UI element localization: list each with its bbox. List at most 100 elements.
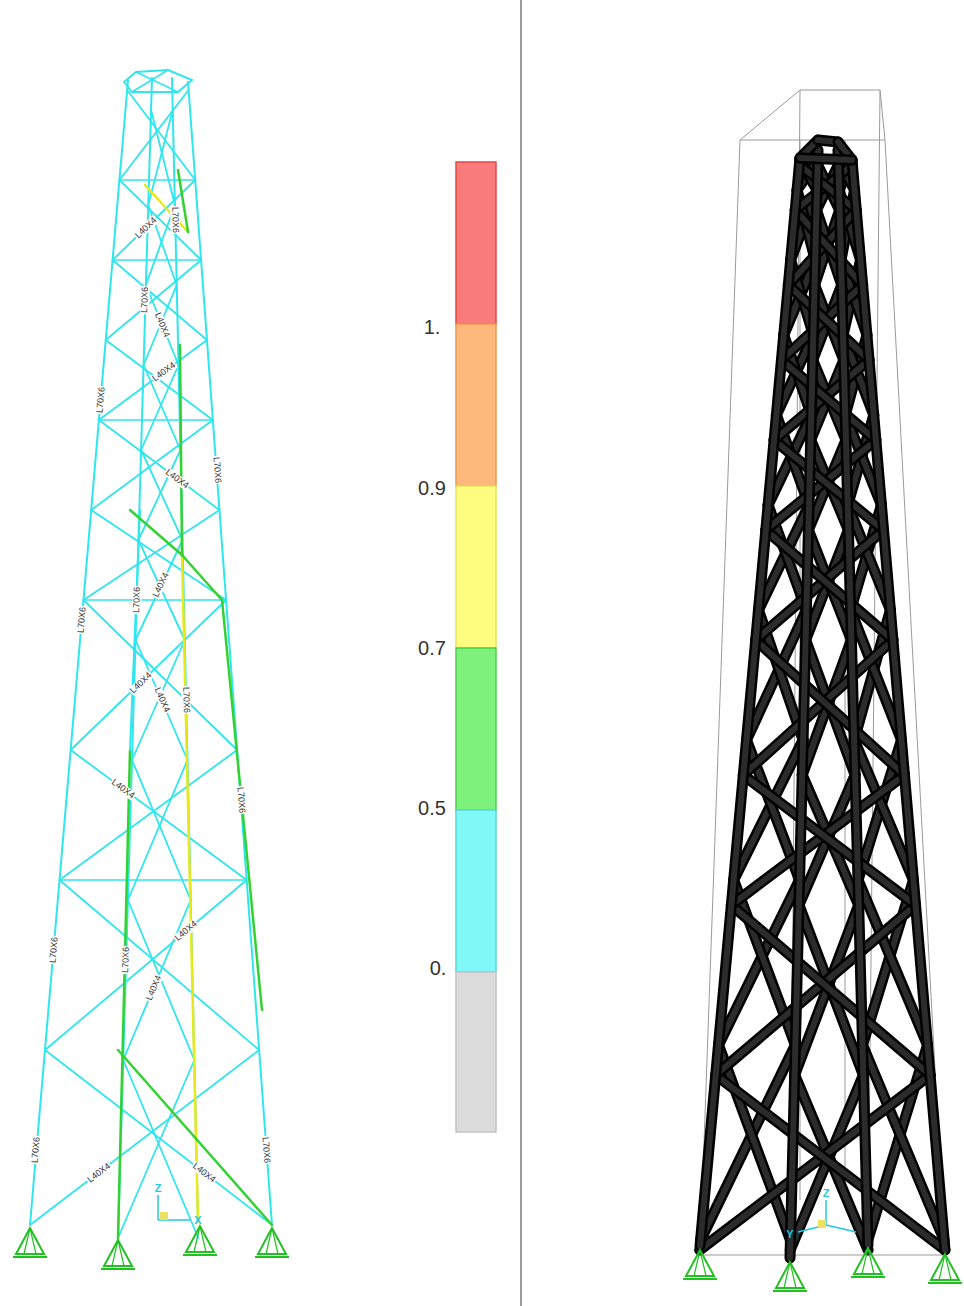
pin-support [186, 1226, 214, 1252]
member-line [119, 90, 188, 180]
support-hatch [784, 1262, 790, 1288]
support-hatch [790, 1262, 796, 1288]
member-line [118, 78, 152, 1238]
member-line [146, 285, 179, 365]
member-line [83, 510, 219, 600]
member-line [45, 880, 247, 1050]
member-line [106, 260, 201, 340]
bar-grey [456, 972, 496, 1132]
section-label: L40X4 [132, 215, 158, 241]
member-line [127, 90, 195, 180]
color-bar [456, 162, 496, 1132]
member-solid [700, 1075, 930, 1250]
support-hatch [194, 1226, 200, 1252]
pin-support [686, 1250, 714, 1276]
support-hatch [862, 1248, 868, 1274]
member-line [132, 70, 168, 92]
axis-label: Z [155, 1183, 162, 1194]
member-line [30, 1050, 259, 1225]
support-hatch [700, 1250, 706, 1276]
section-label: L40X4 [109, 777, 137, 801]
member-solid [716, 905, 916, 1075]
scale-value: 1. [424, 317, 441, 337]
support-base [255, 1256, 289, 1258]
axis-label: X [194, 1215, 201, 1226]
bar-yellow [456, 486, 496, 648]
scale-value: 0. [430, 958, 447, 978]
section-label: L70X6 [31, 1136, 42, 1165]
member-face [700, 1075, 930, 1250]
section-label: L70X6 [261, 1136, 272, 1165]
member-line [136, 540, 183, 640]
member-face [756, 530, 884, 640]
member-line [91, 420, 213, 510]
member-line [180, 345, 182, 555]
support-base [183, 1254, 217, 1256]
scale-value: 0.9 [418, 478, 446, 498]
support-hatch [112, 1240, 118, 1266]
member-line [113, 259, 201, 261]
bar-cyan [456, 810, 496, 972]
section-label: L70X6 [235, 786, 246, 815]
support-hatch [200, 1226, 206, 1252]
section-label: L70X6 [76, 606, 87, 635]
section-label: L40X4 [150, 360, 178, 384]
member-line [138, 540, 184, 640]
member-solid [790, 150, 818, 1258]
member-line [60, 879, 247, 881]
member-line [182, 555, 222, 600]
member-solid [700, 158, 800, 1246]
support-hatch [24, 1228, 30, 1254]
tower-cap [124, 70, 192, 92]
member-face [756, 640, 905, 775]
axis-arrow [157, 1195, 159, 1220]
section-label: L70X6 [211, 456, 222, 485]
member-solid [852, 160, 945, 1250]
section-label: L70X6 [141, 286, 151, 314]
member-face [790, 150, 818, 1258]
member-line [71, 750, 247, 880]
member-line [91, 510, 226, 600]
stress-ratio-tower [30, 70, 272, 1238]
section-label: L40X4 [144, 973, 163, 1002]
member-line [151, 110, 175, 205]
member-face [731, 775, 904, 905]
member-line [119, 179, 195, 181]
member-line [132, 640, 185, 760]
member-line [138, 450, 180, 540]
member-line [60, 880, 260, 1050]
member-face [852, 160, 945, 1250]
section-label: L70X6 [95, 386, 106, 415]
member-face [716, 905, 916, 1075]
member-line [30, 80, 128, 1225]
section-label: L40X4 [127, 670, 153, 696]
member-line [118, 1060, 194, 1238]
support-symbols [13, 1226, 962, 1291]
axis-label: Y [786, 1229, 793, 1240]
member-solid [774, 440, 883, 530]
support-hatch [118, 1240, 124, 1266]
member-line [99, 340, 207, 420]
member-face [731, 905, 930, 1075]
axis-label: Z [823, 1188, 830, 1199]
member-line [136, 640, 188, 760]
support-hatch [945, 1254, 951, 1280]
member-solid [766, 530, 893, 640]
bar-red [456, 162, 496, 324]
support-base [13, 1256, 47, 1258]
support-base [773, 1290, 807, 1292]
envelope-line [800, 90, 880, 91]
member-face [766, 530, 893, 640]
axis-arrow [826, 1225, 856, 1232]
axis-origin [160, 1212, 168, 1220]
member-line [128, 760, 188, 900]
member-face [774, 440, 883, 530]
envelope-line [880, 90, 885, 140]
envelope-line [700, 1255, 945, 1256]
support-base [683, 1278, 717, 1280]
member-line [83, 599, 226, 601]
pin-support [854, 1248, 882, 1274]
section-label: L70X6 [48, 936, 59, 965]
scale-value: 0.5 [418, 798, 446, 818]
member-line [60, 750, 238, 880]
